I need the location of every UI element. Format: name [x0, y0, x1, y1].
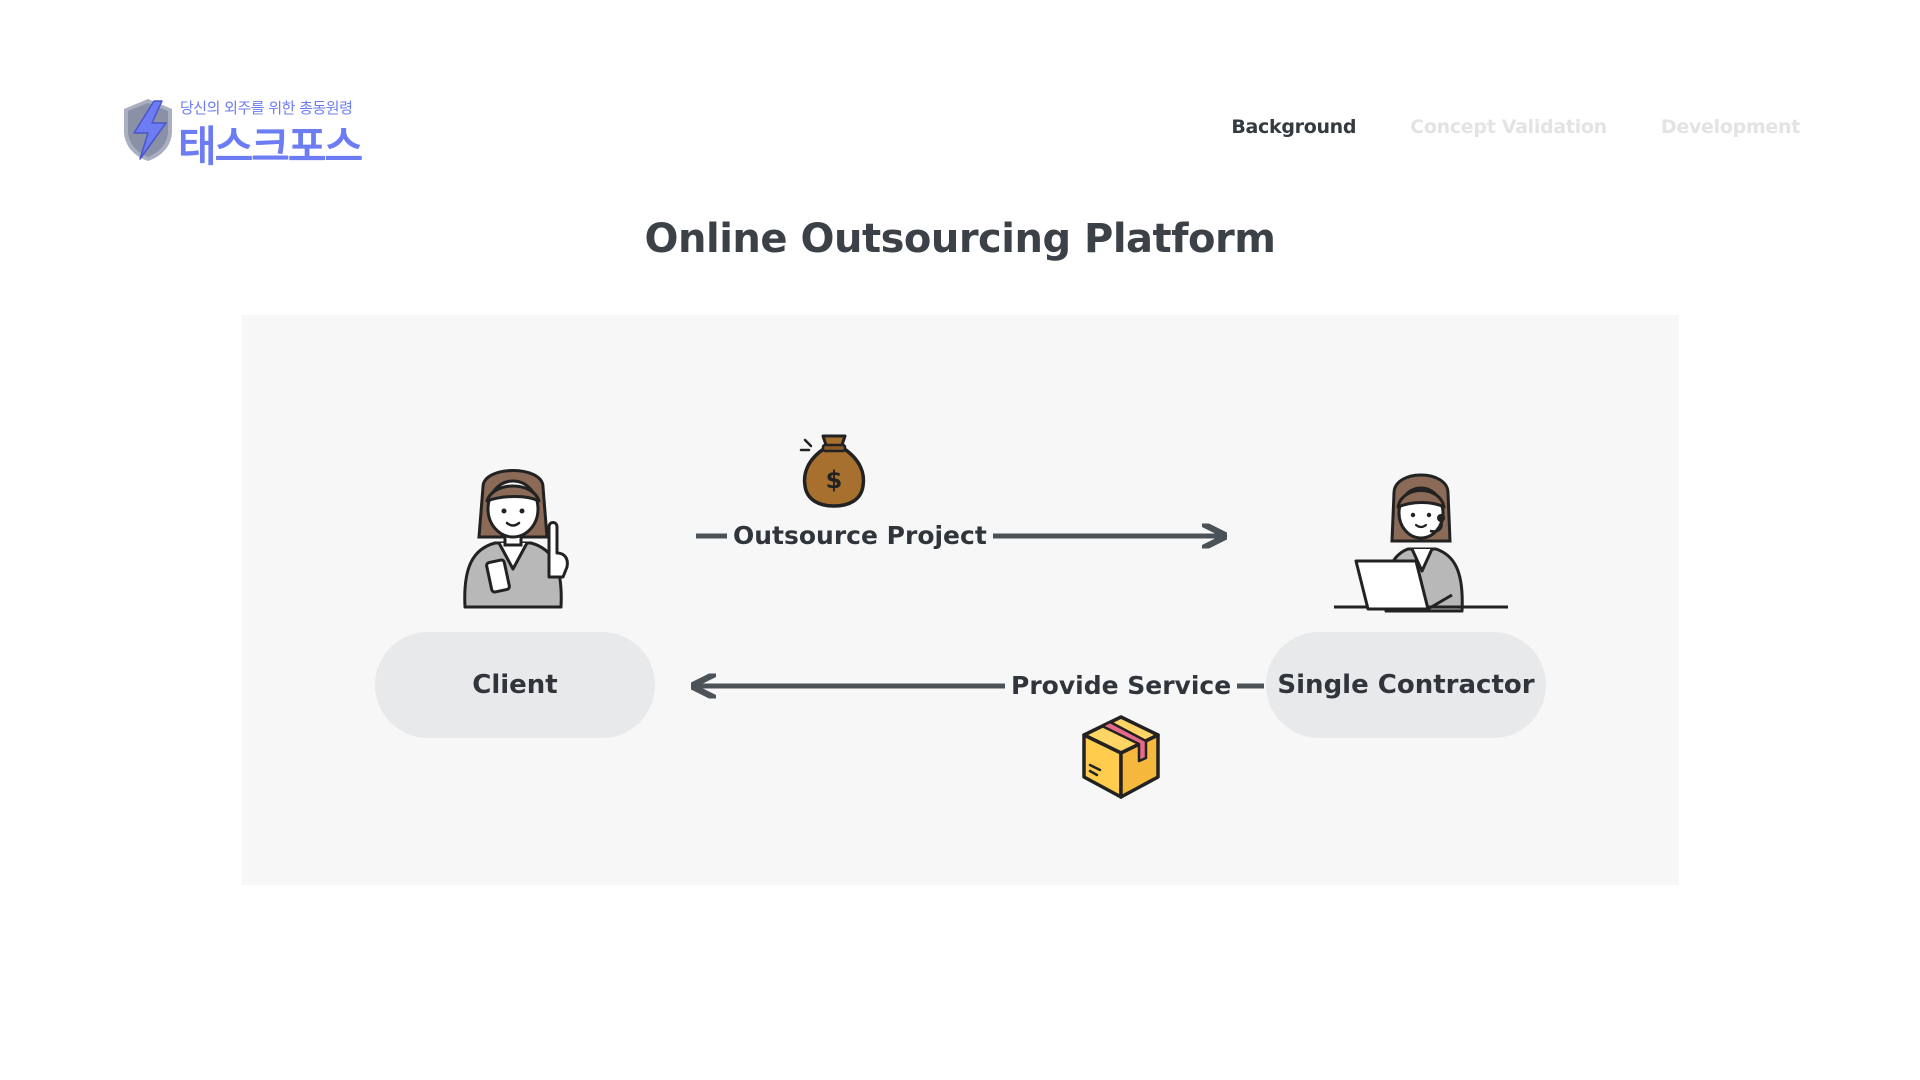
single-contractor-node: Single Contractor: [1266, 632, 1546, 738]
nav-item-concept-validation[interactable]: Concept Validation: [1410, 116, 1607, 138]
brand-name: 태스크포스: [178, 122, 363, 171]
nav-item-development[interactable]: Development: [1660, 116, 1800, 138]
flow-label-outsource-project: Outsource Project: [727, 521, 993, 550]
money-bag-icon: $: [799, 434, 866, 508]
contractor-person-illustration: [1334, 473, 1508, 613]
lightning-shield-icon: [124, 99, 172, 161]
brand-tagline: 당신의 외주를 위한 총동원령: [180, 99, 353, 117]
nav-item-background[interactable]: Background: [1231, 116, 1357, 138]
svg-text:$: $: [826, 466, 843, 494]
top-nav: Background Concept Validation Developmen…: [1231, 116, 1800, 138]
flow-label-provide-service: Provide Service: [1005, 671, 1238, 700]
package-box-icon: [1082, 715, 1160, 799]
diagram-panel: Outsource Project Provide Service $: [242, 315, 1679, 885]
client-node: Client: [375, 632, 655, 738]
client-person-illustration: [463, 469, 569, 609]
brand-logo[interactable]: 당신의 외주를 위한 총동원령 태스크포스: [118, 95, 378, 171]
page-title: Online Outsourcing Platform: [644, 216, 1276, 262]
